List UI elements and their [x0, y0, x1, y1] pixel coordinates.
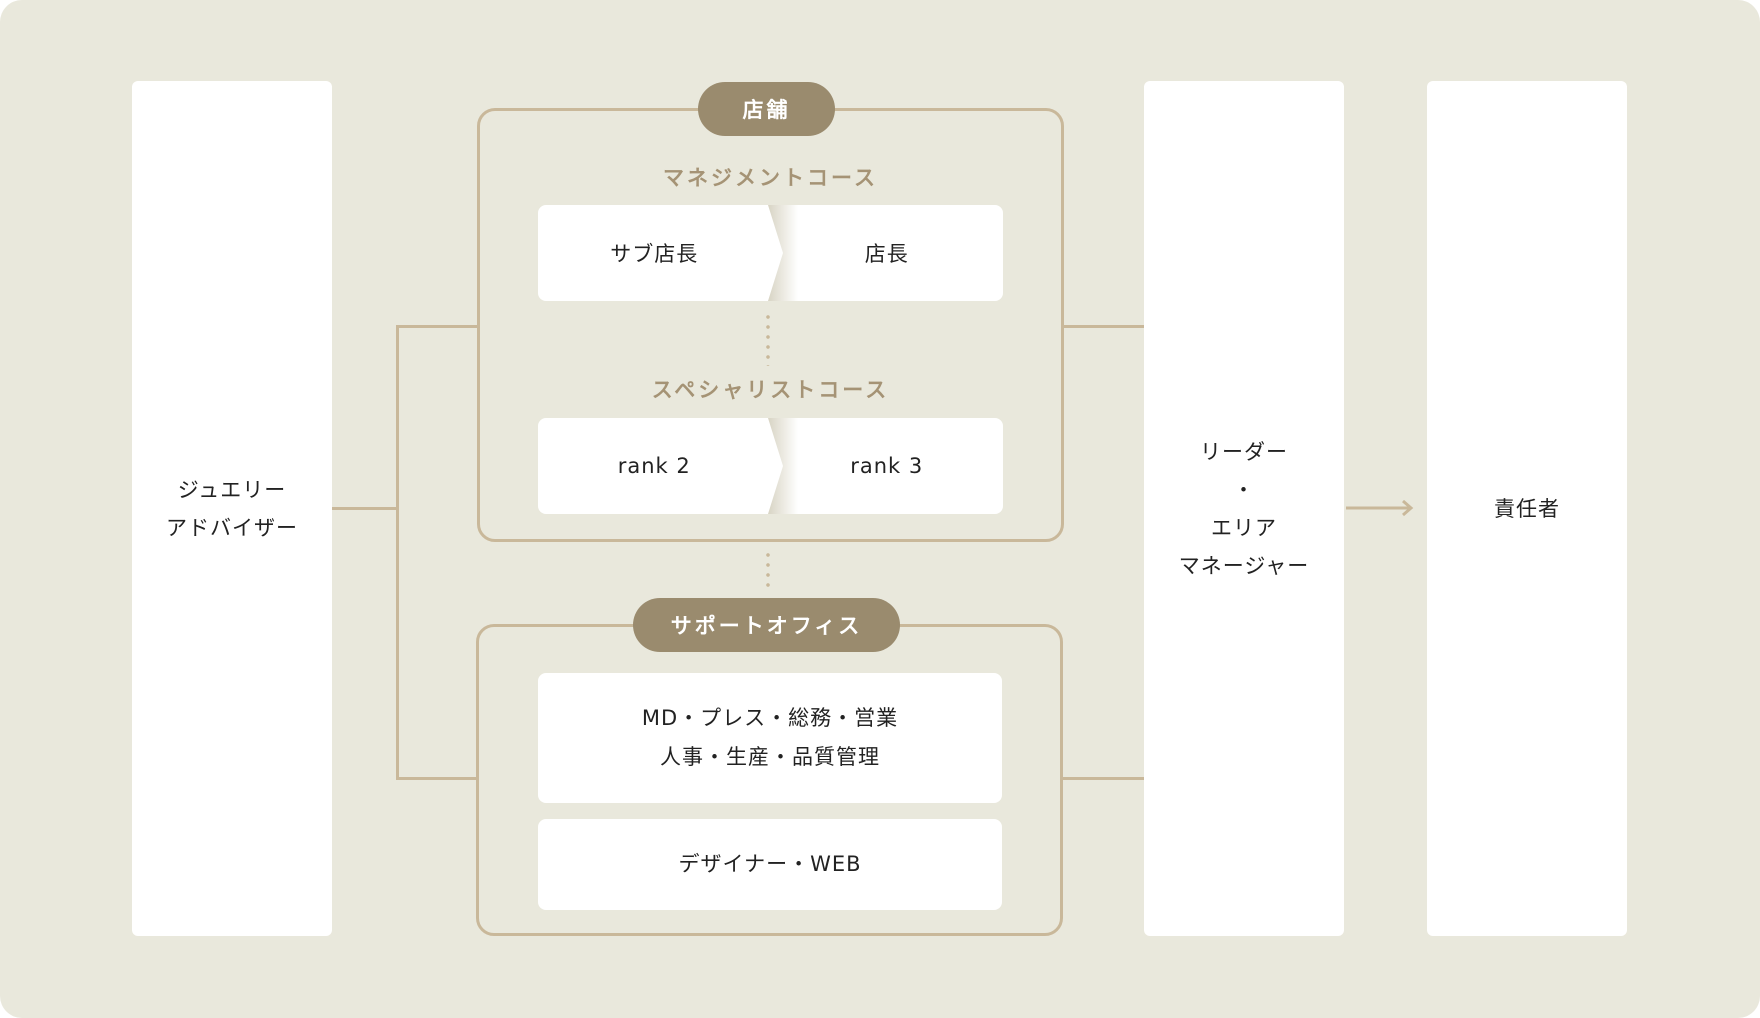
- connector-line: [1063, 777, 1145, 780]
- role-responsible-person: 責任者: [1427, 81, 1627, 936]
- step-sub-manager: サブ店長: [610, 242, 699, 266]
- step-rank-2: rank 2: [617, 454, 691, 478]
- chevron-arrow-icon: [768, 205, 798, 301]
- role-leader-area-manager: リーダー ・ エリア マネージャー: [1144, 81, 1344, 936]
- dotted-connector: [766, 550, 770, 592]
- departments-line: MD・プレス・総務・営業: [641, 706, 899, 730]
- departments-line: 人事・生産・品質管理: [659, 745, 880, 769]
- connector-line: [396, 777, 478, 780]
- role-label: アドバイザー: [166, 515, 298, 540]
- designer-web-card: デザイナー・WEB: [538, 819, 1002, 910]
- role-label: リーダー: [1200, 439, 1288, 464]
- role-label: マネージャー: [1178, 553, 1310, 578]
- store-pill: 店舗: [698, 82, 835, 136]
- step-manager: 店長: [864, 242, 909, 266]
- role-label: ジュエリー: [177, 477, 287, 502]
- chevron-arrow-icon: [768, 418, 798, 514]
- role-label: ・: [1233, 477, 1255, 502]
- role-label: 責任者: [1494, 496, 1560, 521]
- support-departments-card: MD・プレス・総務・営業人事・生産・品質管理: [538, 673, 1002, 803]
- connector-line: [1063, 325, 1145, 328]
- management-course-row: サブ店長 店長: [538, 205, 1003, 301]
- specialist-course-row: rank 2 rank 3: [538, 418, 1003, 514]
- arrow-right-icon: [1346, 499, 1414, 517]
- support-office-pill: サポートオフィス: [633, 598, 900, 652]
- role-jewelry-advisor: ジュエリーアドバイザー: [132, 81, 332, 936]
- connector-line: [396, 325, 399, 780]
- step-rank-3: rank 3: [850, 454, 924, 478]
- specialist-course-label: スペシャリストコース: [651, 378, 890, 402]
- role-label: エリア: [1211, 515, 1277, 540]
- management-course-label: マネジメントコース: [663, 166, 878, 190]
- dotted-connector: [766, 312, 770, 366]
- connector-line: [332, 507, 398, 510]
- connector-line: [396, 325, 478, 328]
